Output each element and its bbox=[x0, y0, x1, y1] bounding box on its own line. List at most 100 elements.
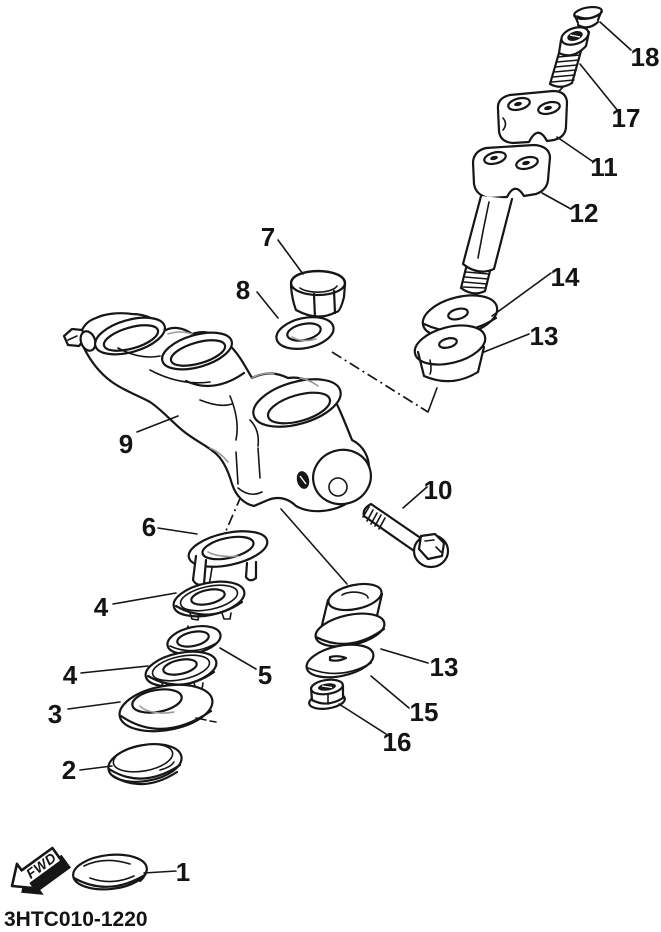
leader-9 bbox=[136, 415, 179, 433]
race-inner bbox=[112, 743, 174, 773]
callout-18: 18 bbox=[631, 42, 660, 72]
callout-4-upper: 4 bbox=[94, 592, 109, 622]
callout-9: 9 bbox=[119, 429, 133, 459]
callout-numbers: 18 17 11 12 14 13 7 8 9 10 6 4 5 4 3 2 1… bbox=[48, 42, 660, 887]
lockwasher-tab-right bbox=[244, 560, 258, 582]
leader-6 bbox=[157, 527, 198, 535]
cover-dashmark bbox=[195, 717, 217, 723]
washer14-hole bbox=[447, 307, 469, 321]
part-2-race bbox=[107, 743, 183, 786]
damper-up-body bbox=[416, 345, 486, 383]
crown-stem-tube bbox=[235, 447, 263, 496]
leader-3 bbox=[67, 701, 121, 710]
callout-7: 7 bbox=[261, 222, 275, 252]
cover-face bbox=[118, 683, 214, 733]
ringnut-up-notches bbox=[189, 612, 232, 621]
leader-15 bbox=[370, 675, 410, 709]
fwd-arrow: FWD bbox=[10, 846, 71, 895]
callout-11: 11 bbox=[590, 152, 618, 182]
fork-boss-left-inner bbox=[102, 324, 160, 352]
damper-up-contour bbox=[429, 359, 432, 375]
screw-socket-glint bbox=[569, 34, 581, 38]
part-12-lower-holder bbox=[459, 143, 552, 295]
fork-boss-mid-inner bbox=[169, 339, 227, 367]
part-15-washer bbox=[305, 643, 375, 679]
pinch-bolt-hole-glint bbox=[299, 475, 307, 485]
leader-10 bbox=[402, 486, 428, 509]
callout-12: 12 bbox=[570, 198, 599, 228]
part-13-upper-damper bbox=[413, 324, 487, 383]
part-17-socket-screw bbox=[548, 26, 591, 88]
leader-2 bbox=[79, 765, 113, 771]
bolt10-shaft bbox=[362, 502, 427, 555]
fwd-arrow-body bbox=[10, 846, 64, 890]
leader-4-lower bbox=[80, 665, 149, 674]
part-8-washer bbox=[275, 316, 335, 350]
part-18-cap bbox=[573, 5, 603, 29]
holder-stem-threads bbox=[462, 271, 490, 289]
ringnut-low-hole bbox=[162, 658, 198, 676]
part-9-steering-crown bbox=[62, 312, 372, 513]
callout-4-lower: 4 bbox=[63, 660, 78, 690]
cover-accent bbox=[139, 705, 175, 714]
leader-13-lower bbox=[380, 648, 429, 664]
axis-elbow bbox=[427, 387, 438, 413]
callout-1: 1 bbox=[176, 857, 190, 887]
ringnut-up-mid bbox=[179, 584, 239, 612]
capnut-top bbox=[289, 269, 347, 297]
upper-holder-body bbox=[496, 89, 569, 145]
callout-2: 2 bbox=[62, 755, 76, 785]
washer5-thickness bbox=[169, 641, 219, 652]
clamp-cylinder-end bbox=[312, 448, 372, 506]
callout-13-upper: 13 bbox=[530, 321, 559, 351]
leader-5 bbox=[219, 647, 257, 670]
cap-body bbox=[573, 10, 603, 29]
bar-mount-boss-inner bbox=[266, 391, 332, 425]
bolt10-threads bbox=[362, 506, 386, 530]
lower-holder-hole-right-dot bbox=[522, 160, 530, 166]
screw-threads bbox=[551, 54, 581, 83]
upper-holder-hole-right-dot bbox=[544, 105, 552, 111]
leader-13-upper bbox=[483, 333, 530, 353]
part-10-flange-bolt bbox=[362, 502, 450, 569]
callout-14: 14 bbox=[551, 262, 580, 292]
race-band bbox=[107, 763, 182, 786]
leader-4-upper bbox=[112, 592, 177, 605]
damper-low-top bbox=[327, 582, 383, 612]
crown-contours bbox=[117, 347, 260, 447]
bolt10-hex-facets bbox=[424, 539, 442, 553]
callout-6: 6 bbox=[142, 512, 156, 542]
part-code: 3HTC010-1220 bbox=[4, 908, 148, 931]
leader-lines bbox=[67, 21, 632, 874]
ringnut-up-band bbox=[174, 600, 244, 616]
upper-holder-hole-left-dot bbox=[514, 101, 522, 107]
callout-8: 8 bbox=[236, 275, 250, 305]
washer5-hole bbox=[176, 630, 210, 648]
washer15-slot bbox=[328, 655, 348, 662]
axis-washer8-to-crown bbox=[331, 351, 429, 413]
leader-17 bbox=[579, 63, 619, 112]
part-13-lower-damper bbox=[314, 582, 386, 648]
part-7-cap-nut bbox=[289, 269, 347, 320]
holder-stem bbox=[461, 194, 514, 273]
holder-stem-contour bbox=[477, 201, 490, 259]
leader-8 bbox=[256, 291, 279, 319]
clamp-cylinder-hole bbox=[328, 477, 348, 497]
nut16-glint bbox=[321, 685, 333, 689]
callout-13-lower: 13 bbox=[430, 652, 459, 682]
lockwasher-tab-left bbox=[191, 554, 208, 586]
axis-crown-to-damper bbox=[280, 508, 348, 585]
lower-holder-body bbox=[471, 143, 552, 200]
leader-1 bbox=[143, 870, 177, 874]
damper-low-flange-band bbox=[314, 627, 386, 645]
callout-10: 10 bbox=[424, 475, 453, 505]
damper-low-hole bbox=[341, 591, 369, 599]
lower-holder-hole-left-dot bbox=[490, 155, 498, 161]
callout-17: 17 bbox=[612, 103, 641, 133]
plug-swirl bbox=[83, 859, 135, 883]
leader-7 bbox=[277, 239, 304, 275]
leader-18 bbox=[599, 21, 632, 51]
washer8-accent bbox=[291, 336, 317, 342]
callout-5: 5 bbox=[258, 660, 272, 690]
